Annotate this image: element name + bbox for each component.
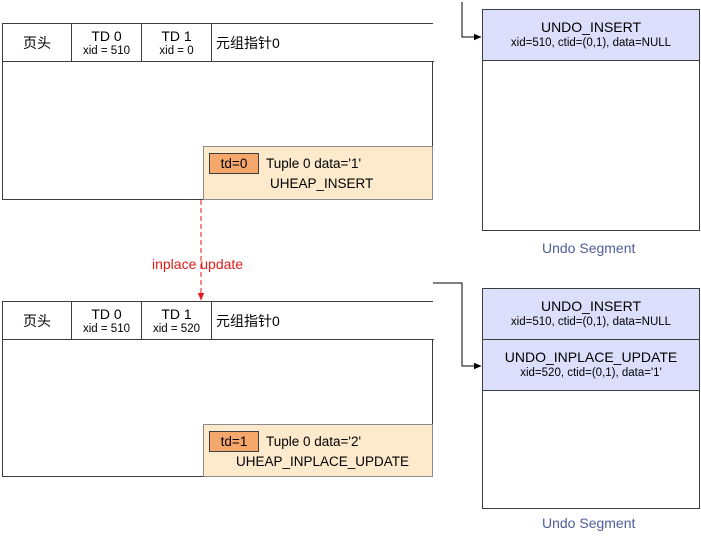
td0-slot: TD 0 xid = 510 (72, 24, 142, 62)
td0-xid: xid = 510 (83, 44, 130, 57)
tuple-td-marker: td=1 (209, 431, 259, 452)
td0-slot: TD 0 xid = 510 (72, 302, 142, 340)
td0-title: TD 0 (91, 305, 122, 322)
transition-label: inplace update (152, 256, 244, 272)
undo-record: UNDO_INSERT xid=510, ctid=(0,1), data=NU… (482, 288, 700, 340)
page-header-cell: 页头 (3, 302, 72, 340)
td1-slot: TD 1 xid = 520 (142, 302, 212, 340)
tuple-data-line: Tuple 0 data='1' (266, 156, 362, 171)
page-header-cell: 页头 (3, 24, 72, 62)
undo-segment-before: UNDO_INSERT xid=510, ctid=(0,1), data=NU… (482, 9, 700, 231)
td0-title: TD 0 (91, 27, 122, 44)
undo-link-arrow-before (461, 2, 482, 41)
tuple-before: td=0 Tuple 0 data='1' UHEAP_INSERT (203, 146, 433, 200)
undo-record-detail: xid=510, ctid=(0,1), data=NULL (510, 316, 672, 328)
page-header-label: 页头 (23, 34, 51, 51)
undo-link-arrow-after (433, 282, 482, 370)
tuple-td-marker: td=0 (209, 153, 259, 174)
tuple-type-line: UHEAP_INPLACE_UPDATE (236, 454, 410, 469)
td1-slot: TD 1 xid = 0 (142, 24, 212, 62)
item-pointer-cell: 元组指针0 (212, 302, 434, 340)
tuple-data-line: Tuple 0 data='2' (266, 434, 362, 449)
td1-title: TD 1 (161, 27, 192, 44)
undo-record-title: UNDO_INPLACE_UPDATE (504, 349, 678, 365)
undo-record: UNDO_INSERT xid=510, ctid=(0,1), data=NU… (482, 9, 700, 61)
undo-segment-after: UNDO_INSERT xid=510, ctid=(0,1), data=NU… (482, 288, 700, 509)
tuple-type-line: UHEAP_INSERT (270, 176, 374, 191)
undo-record-detail: xid=520, ctid=(0,1), data='1' (520, 367, 662, 379)
undo-record-title: UNDO_INSERT (540, 19, 642, 35)
undo-segment-label: Undo Segment (542, 240, 636, 256)
item-pointer-label: 元组指针0 (216, 34, 280, 51)
td1-title: TD 1 (161, 305, 192, 322)
tuple-after: td=1 Tuple 0 data='2' UHEAP_INPLACE_UPDA… (203, 424, 433, 477)
page-header-label: 页头 (23, 312, 51, 329)
item-pointer-cell: 元组指针0 (212, 24, 434, 62)
undo-segment-label: Undo Segment (542, 515, 636, 531)
td1-xid: xid = 520 (153, 322, 200, 335)
td1-xid: xid = 0 (159, 44, 194, 57)
undo-record-detail: xid=510, ctid=(0,1), data=NULL (510, 37, 672, 49)
item-pointer-label: 元组指针0 (216, 312, 280, 329)
td0-xid: xid = 510 (83, 322, 130, 335)
undo-record: UNDO_INPLACE_UPDATE xid=520, ctid=(0,1),… (482, 339, 700, 391)
undo-record-title: UNDO_INSERT (540, 298, 642, 314)
